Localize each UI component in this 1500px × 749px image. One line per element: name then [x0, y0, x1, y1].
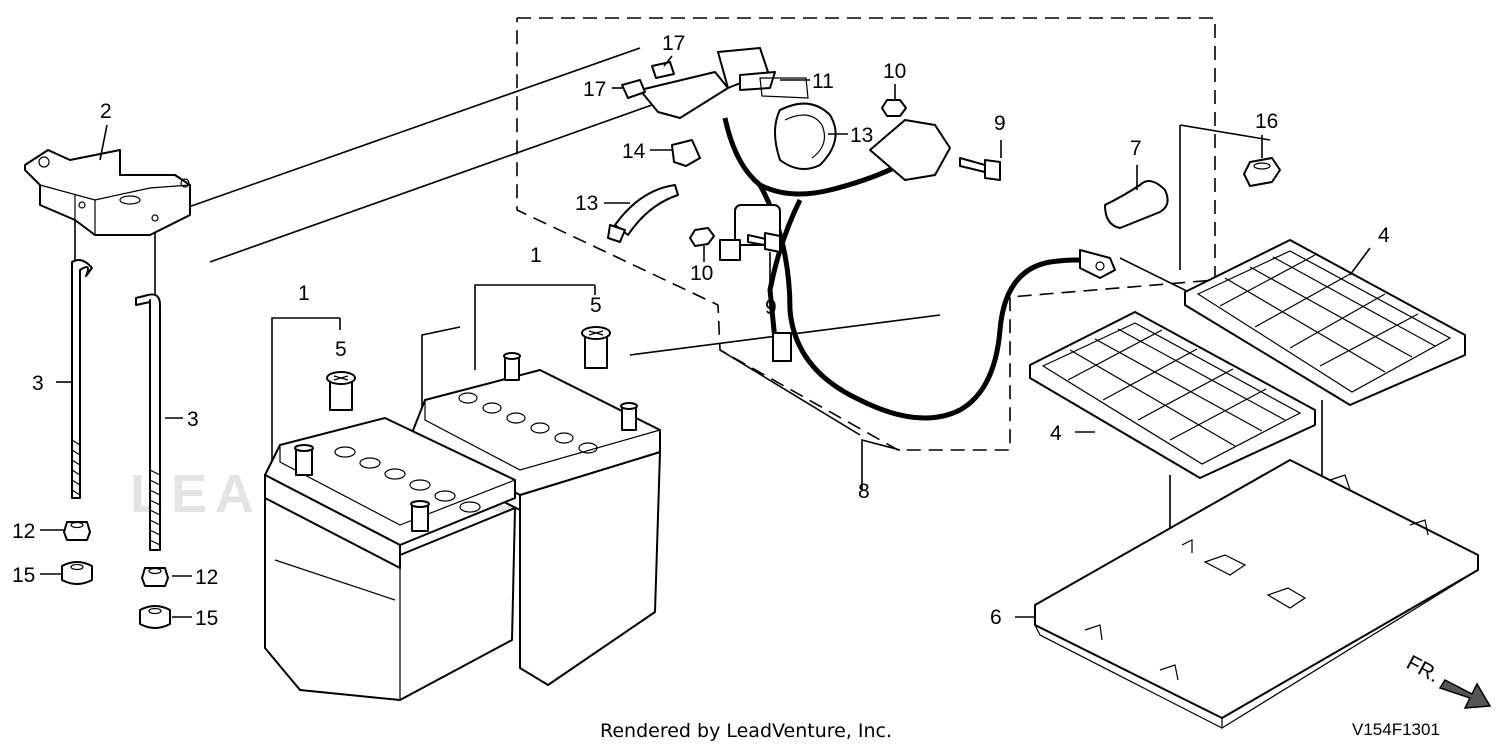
callout-15: 15 — [12, 564, 35, 587]
callout-10: 10 — [883, 60, 906, 83]
callout-14: 14 — [622, 140, 646, 163]
callout-1: 1 — [298, 282, 310, 305]
cable-bands — [607, 102, 837, 243]
callout-5: 5 — [335, 338, 347, 361]
callout-4: 4 — [1050, 422, 1062, 445]
callout-1: 1 — [530, 244, 542, 267]
callout-11: 11 — [812, 70, 834, 93]
callout-13: 13 — [850, 124, 873, 147]
callout-3: 3 — [32, 372, 44, 395]
callout-17: 17 — [583, 78, 606, 101]
callout-7: 7 — [1130, 137, 1142, 160]
callout-9: 9 — [765, 296, 777, 319]
nuts — [61, 521, 171, 629]
callout-6: 6 — [990, 606, 1002, 629]
assembly-boundary — [516, 17, 1216, 451]
callout-9: 9 — [994, 112, 1006, 135]
callout-leaders — [40, 55, 1371, 618]
hold-down-rods — [71, 259, 161, 551]
callout-13: 13 — [575, 192, 598, 215]
callout-labels: 1 1 2 3 3 4 4 5 5 6 7 8 9 9 10 10 11 12 … — [12, 32, 1390, 630]
battery-front — [264, 417, 516, 701]
callout-10: 10 — [690, 262, 713, 285]
callout-4: 4 — [1378, 224, 1390, 247]
callout-17: 17 — [662, 32, 685, 55]
fasteners — [621, 61, 1281, 253]
callout-3: 3 — [187, 408, 199, 431]
footer-credit: Rendered by LeadVenture, Inc. — [600, 720, 892, 742]
battery-mats — [1029, 239, 1466, 479]
callout-5: 5 — [590, 294, 602, 317]
callout-8: 8 — [858, 480, 870, 503]
battery-rear — [409, 352, 661, 686]
callout-16: 16 — [1255, 110, 1278, 133]
battery-bracket — [24, 149, 191, 236]
callout-15: 15 — [195, 607, 218, 630]
callout-2: 2 — [100, 100, 112, 123]
reference-code: V154F1301 — [1352, 720, 1440, 739]
terminal-caps — [326, 326, 611, 411]
front-direction-arrow: FR. — [1403, 651, 1492, 709]
callout-12: 12 — [12, 520, 35, 543]
battery-tray — [1034, 459, 1479, 729]
callout-12: 12 — [195, 566, 218, 589]
front-label: FR. — [1403, 651, 1444, 687]
